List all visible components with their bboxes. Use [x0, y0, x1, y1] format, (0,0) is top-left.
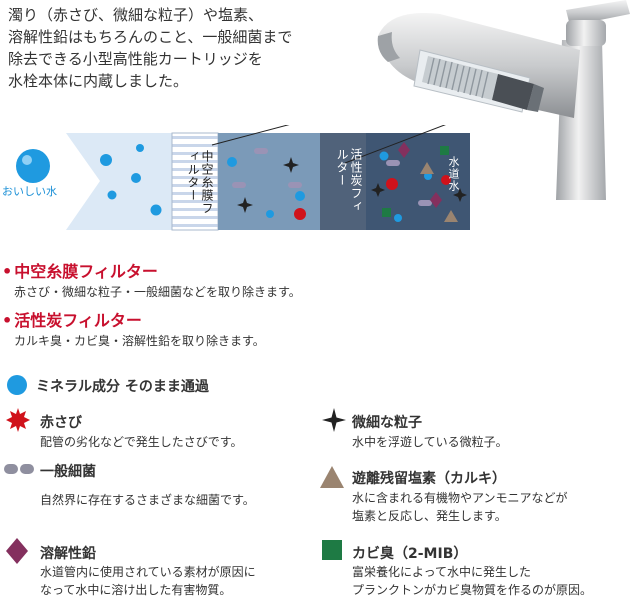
- mineral-circle: [394, 214, 402, 222]
- clean-water-zone: [66, 133, 172, 230]
- callout-line: [211, 125, 290, 146]
- bullet: •: [2, 311, 13, 330]
- filter-title-text: 活性炭フィルター: [14, 311, 142, 330]
- clean-water-label: おいしい水: [2, 185, 57, 198]
- intro-line: 水栓本体に内蔵しました。: [8, 72, 189, 90]
- legend-desc-line: 自然界に存在するさまざまな細菌です。: [40, 493, 255, 507]
- mineral-circle: [227, 157, 237, 167]
- intro-line: 濁り（赤さび、微細な粒子）や塩素、: [8, 6, 264, 24]
- rust-starburst: [386, 178, 398, 190]
- particle-sparkle: [453, 188, 467, 202]
- mineral-circle: [295, 191, 305, 201]
- legend-desc-line: 水道管内に使用されている素材が原因に: [40, 565, 256, 579]
- mineral-circle: [107, 190, 117, 200]
- chlorine-triangle: [444, 210, 458, 222]
- cartridge-carbon: [492, 74, 534, 110]
- hollow-fiber-desc: 赤さび・微細な粒子・一般細菌などを取り除きます。: [14, 285, 301, 299]
- faucet-illustration: [377, 0, 630, 200]
- legend-desc-line: 配管の劣化などで発生したさびです。: [40, 435, 243, 449]
- particle-sparkle: [371, 183, 385, 197]
- rust-starburst: [294, 208, 306, 220]
- mineral-circle: [100, 154, 112, 166]
- legend-desc-line: プランクトンがカビ臭物質を作るのが原因。: [352, 583, 593, 597]
- lead-diamond: [430, 192, 442, 208]
- mold-square: [382, 208, 391, 217]
- mineral-particles: [100, 144, 432, 222]
- particle-legend-desc: 水中を浮遊している微粒子。: [352, 433, 508, 451]
- bullet: •: [2, 262, 13, 281]
- filter-title-text: 中空糸膜フィルター: [14, 262, 158, 281]
- legend-desc-line: 富栄養化によって水中に発生した: [352, 565, 532, 579]
- bacteria-capsule: [232, 182, 246, 188]
- bacteria-capsule: [288, 182, 302, 188]
- chlorine-legend-title: 遊離残留塩素（カルキ）: [352, 471, 506, 487]
- middle-contaminants: [232, 148, 306, 220]
- particle-sparkle: [237, 197, 253, 213]
- bacteria-legend-desc: 自然界に存在するさまざまな細菌です。: [40, 491, 255, 509]
- tap-water-label: 水道水: [447, 156, 460, 192]
- mineral-legend-title: ミネラル成分 そのまま通過: [36, 379, 209, 395]
- hollow-fiber-filter: [171, 132, 219, 231]
- mineral-circle: [266, 210, 274, 218]
- hollow-fiber-label: 中空糸膜フィルター: [186, 150, 214, 215]
- lead-diamond: [398, 142, 410, 158]
- mineral-circle: [379, 151, 389, 161]
- mineral-circle: [131, 173, 141, 183]
- bacteria-capsule: [418, 200, 432, 206]
- bacteria-capsule: [254, 148, 268, 154]
- particle-legend-title: 微細な粒子: [352, 415, 422, 431]
- bacteria-icon: [4, 464, 34, 474]
- intro-text: 濁り（赤さび、微細な粒子）や塩素、 溶解性鉛はもちろんのこと、一般細菌まで 除去…: [8, 4, 348, 92]
- rust-icon: [6, 408, 30, 432]
- lead-icon: [6, 538, 28, 564]
- legend-desc-line: 水に含まれる有機物やアンモニアなどが: [352, 491, 568, 505]
- chlorine-icon: [320, 466, 344, 488]
- rust-legend-title: 赤さび: [40, 415, 82, 431]
- lead-legend-desc: 水道管内に使用されている素材が原因に なって水中に溶け出した有害物質。: [40, 563, 256, 599]
- intro-line: 除去できる小型高性能カートリッジを: [8, 50, 263, 68]
- rust-legend-desc: 配管の劣化などで発生したさびです。: [40, 433, 243, 451]
- intro-line: 溶解性鉛はもちろんのこと、一般細菌まで: [8, 28, 293, 46]
- mold-legend-title: カビ臭（2-MIB）: [352, 546, 468, 562]
- water-drop-icon: [16, 149, 50, 183]
- rust-starburst: [441, 175, 451, 185]
- legend-desc-line: 水中を浮遊している微粒子。: [352, 435, 508, 449]
- carbon-filter-label: 活性炭フィルター: [335, 148, 363, 213]
- tap-contaminants: [371, 142, 467, 222]
- carbon-filter-title: •活性炭フィルター: [2, 307, 142, 331]
- filter-diagram: [16, 125, 470, 231]
- legend-desc-line: 塩素と反応し、発生します。: [352, 509, 507, 523]
- particle-sparkle: [283, 157, 299, 173]
- mold-legend-desc: 富栄養化によって水中に発生した プランクトンがカビ臭物質を作るのが原因。: [352, 563, 592, 599]
- callout-line: [344, 125, 446, 164]
- mineral-icon: [7, 375, 27, 395]
- cartridge-ribbed: [422, 56, 498, 100]
- activated-carbon-filter: [320, 133, 366, 230]
- mineral-circle: [150, 204, 162, 216]
- mineral-circle: [136, 144, 144, 152]
- particle-icon: [322, 408, 346, 432]
- lead-legend-title: 溶解性鉛: [40, 546, 96, 562]
- chlorine-triangle: [420, 162, 434, 174]
- bacteria-legend-title: 一般細菌: [40, 464, 96, 480]
- mold-icon: [322, 540, 342, 560]
- bacteria-capsule: [386, 160, 400, 166]
- legend-desc-line: なって水中に溶け出した有害物質。: [40, 583, 232, 597]
- hollow-fiber-title: •中空糸膜フィルター: [2, 258, 158, 282]
- faucet-handle: [566, 0, 630, 26]
- mold-square: [440, 146, 449, 155]
- carbon-filter-desc: カルキ臭・カビ臭・溶解性鉛を取り除きます。: [14, 334, 265, 348]
- chlorine-legend-desc: 水に含まれる有機物やアンモニアなどが 塩素と反応し、発生します。: [352, 489, 568, 525]
